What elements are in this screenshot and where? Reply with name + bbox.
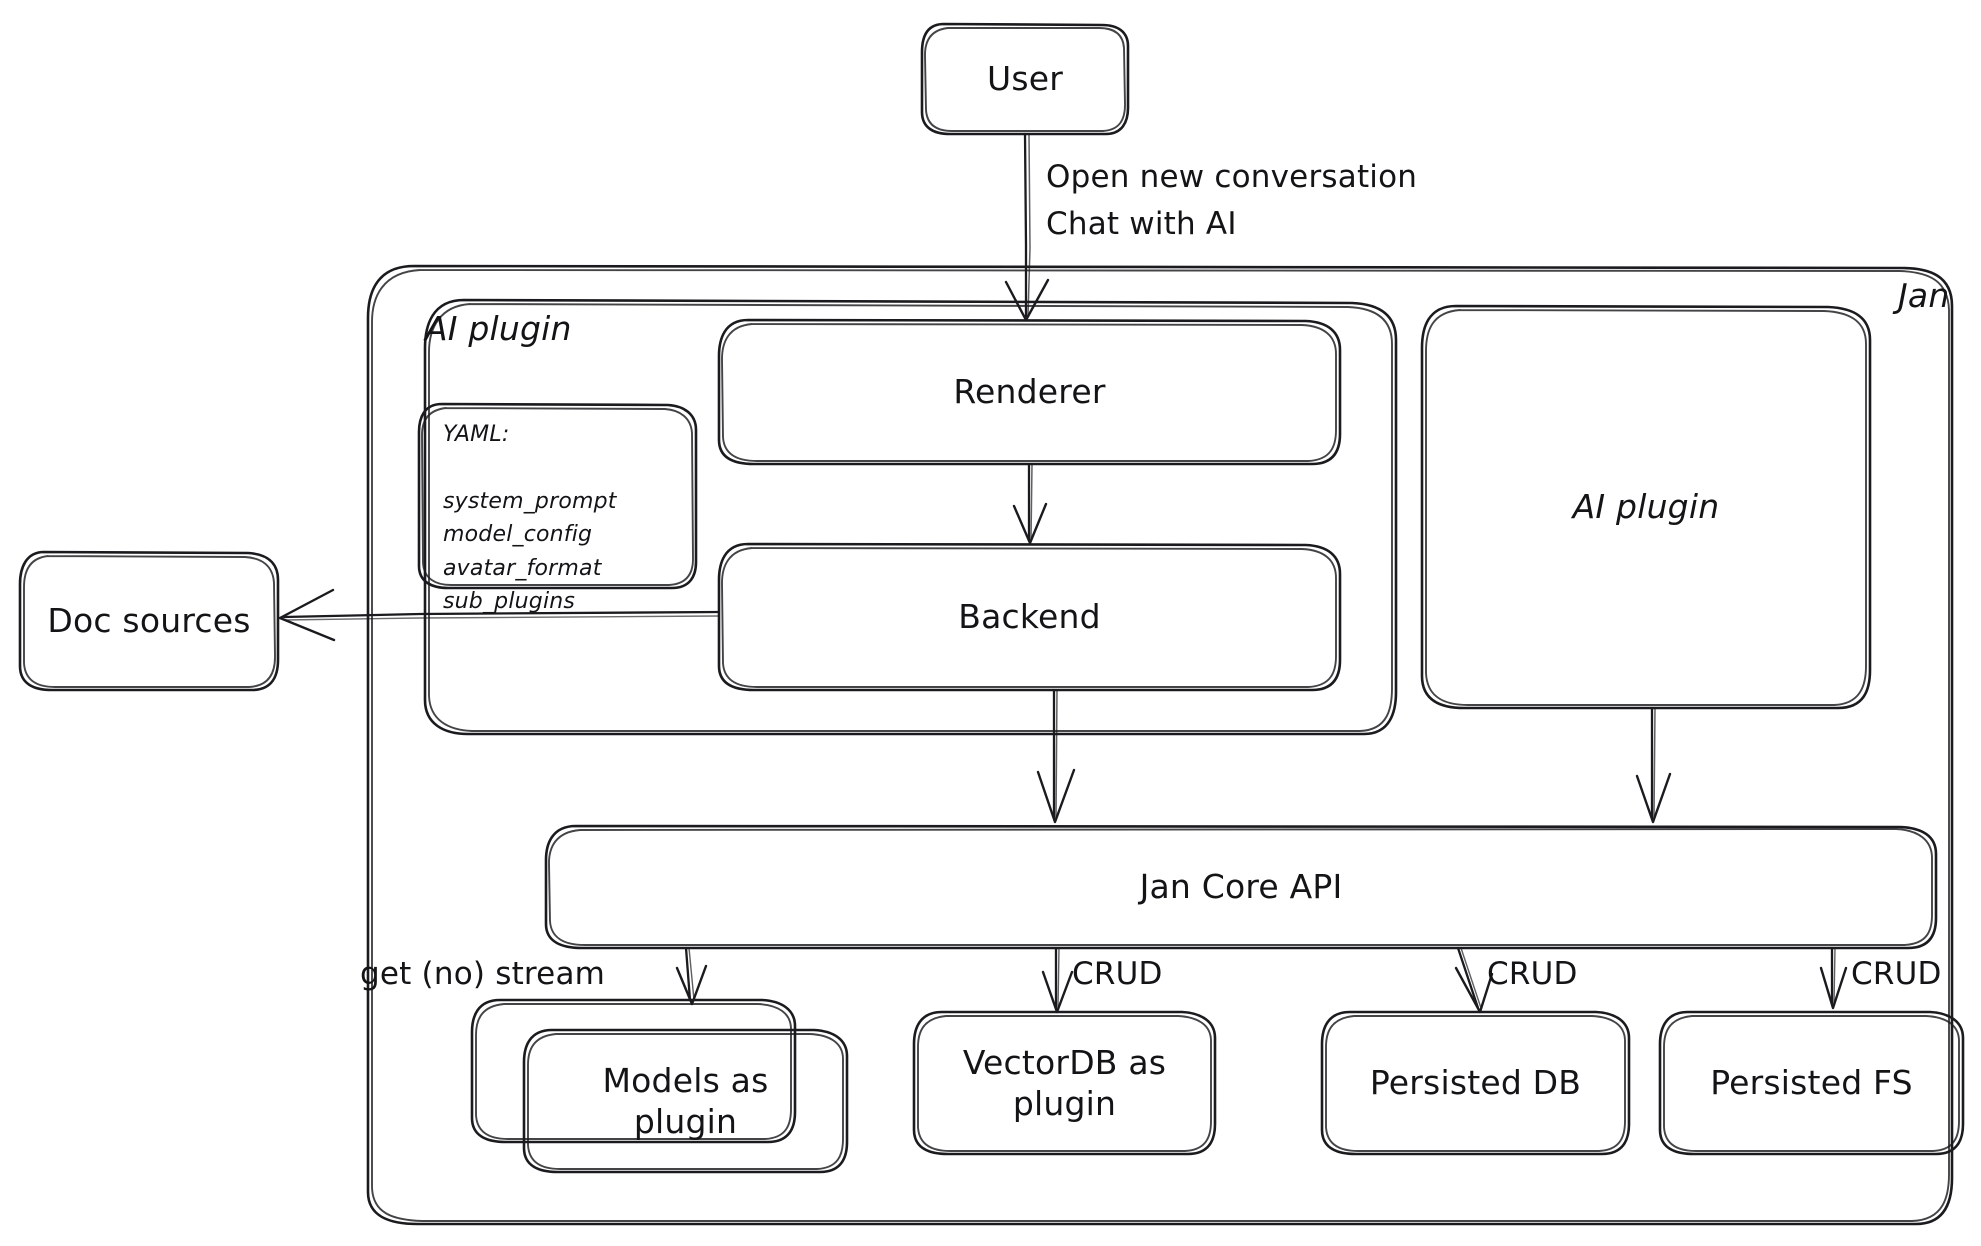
yaml-card-text: YAML: system_prompt model_config avatar_… — [443, 422, 617, 615]
yaml-card-outline — [417, 402, 698, 590]
node-ai-plugin[interactable]: AI plugin — [1422, 306, 1870, 708]
node-backend-label: Backend — [958, 597, 1101, 637]
edge-renderer-to-backend — [1012, 462, 1048, 545]
edge-label-crud-persisted-fs: CRUD — [1851, 956, 1942, 992]
edge-core-to-persisted-fs — [1819, 946, 1848, 1010]
container-jan-outline — [366, 264, 1954, 1226]
edge-core-to-models-plugin — [675, 946, 708, 1006]
edge-core-to-vectordb-plugin — [1041, 946, 1074, 1014]
edge-label-open-new-conversation: Open new conversation — [1046, 159, 1418, 195]
edge-label-chat-with-ai: Chat with AI — [1046, 206, 1237, 242]
edge-user-to-renderer — [1004, 132, 1050, 322]
node-user[interactable]: User — [922, 24, 1128, 134]
node-persisted-fs-outline[interactable] — [1658, 1010, 1965, 1156]
edge-backend-to-doc-sources — [278, 588, 721, 642]
node-backend[interactable]: Backend — [719, 544, 1340, 690]
edge-label-crud-vectordb: CRUD — [1072, 956, 1163, 992]
node-jan-core-api-label: Jan Core API — [1139, 867, 1343, 907]
node-persisted-db-outline[interactable] — [1320, 1010, 1631, 1156]
container-label-jan: Jan — [1898, 276, 1950, 315]
node-doc-sources-outline[interactable] — [18, 550, 280, 692]
node-renderer-outline[interactable] — [717, 318, 1342, 466]
node-vectordb-plugin[interactable]: VectorDB as plugin — [914, 1012, 1215, 1154]
edge-ai-plugin-to-jan-core-api — [1635, 706, 1672, 824]
node-models-plugin-label: Models as plugin — [602, 1060, 769, 1141]
node-persisted-db[interactable]: Persisted DB — [1322, 1012, 1629, 1154]
edge-label-get-no-stream: get (no) stream — [360, 956, 606, 992]
node-persisted-fs[interactable]: Persisted FS — [1660, 1012, 1963, 1154]
node-renderer[interactable]: Renderer — [719, 320, 1340, 464]
edge-label-crud-persisted-db: CRUD — [1487, 956, 1578, 992]
node-jan-core-api-outline[interactable] — [544, 824, 1938, 950]
edge-core-to-persisted-db — [1454, 946, 1494, 1014]
node-ai-plugin-label: AI plugin — [1572, 487, 1720, 527]
node-user-outline[interactable] — [920, 22, 1130, 136]
node-jan-core-api[interactable]: Jan Core API — [546, 826, 1936, 948]
node-models-plugin[interactable]: Models as plugin — [524, 1030, 847, 1172]
node-doc-sources[interactable]: Doc sources — [20, 552, 278, 690]
container-label-ai-plugin-group: AI plugin — [425, 309, 572, 348]
node-backend-outline[interactable] — [717, 542, 1342, 692]
node-vectordb-plugin-label: VectorDB as plugin — [962, 1042, 1167, 1123]
node-doc-sources-label: Doc sources — [47, 601, 251, 641]
node-models-plugin-outline[interactable] — [522, 1028, 849, 1174]
node-renderer-label: Renderer — [953, 372, 1106, 412]
node-persisted-db-label: Persisted DB — [1369, 1063, 1582, 1103]
edge-backend-to-jan-core-api — [1036, 688, 1076, 824]
node-models-plugin-outline-back — [470, 998, 797, 1144]
node-persisted-fs-label: Persisted FS — [1710, 1063, 1913, 1103]
node-vectordb-plugin-outline[interactable] — [912, 1010, 1217, 1156]
container-ai-plugin-group-outline — [423, 298, 1398, 736]
node-user-label: User — [986, 59, 1064, 99]
node-ai-plugin-outline[interactable] — [1420, 304, 1872, 710]
